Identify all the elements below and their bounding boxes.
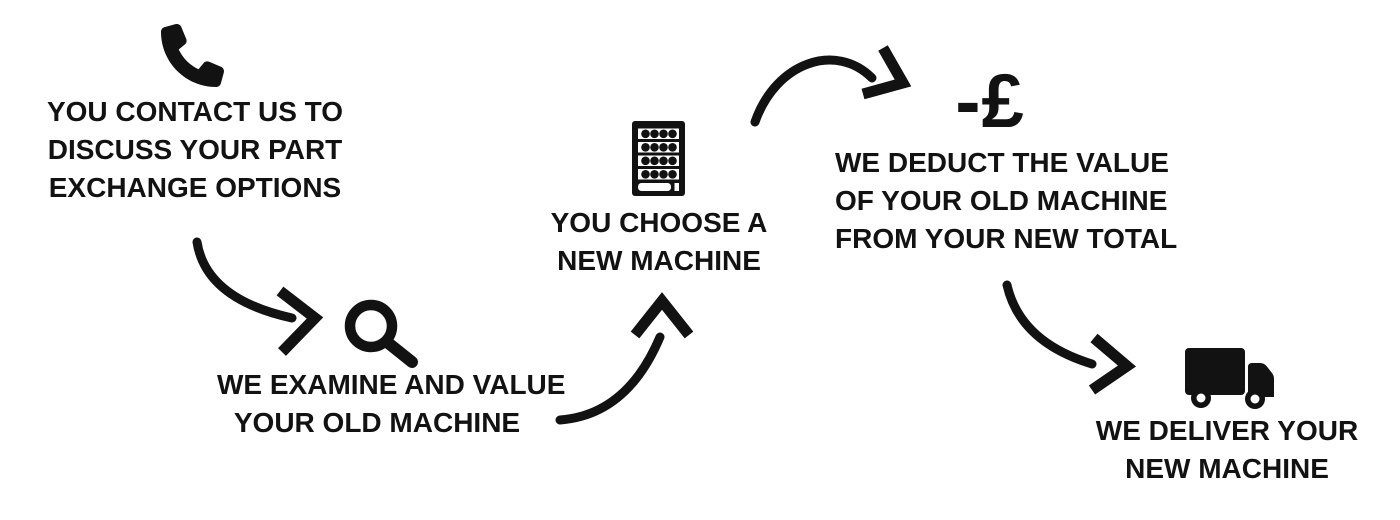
curved-arrow-down-right-icon [1000, 280, 1137, 395]
step-deduct-caption: WE DEDUCT THE VALUE OF YOUR OLD MACHINE … [835, 144, 1178, 258]
phone-icon [161, 23, 225, 88]
caption-line: YOU CONTACT US TO [46, 96, 344, 127]
search-icon [338, 294, 418, 372]
caption-line: EXCHANGE OPTIONS [48, 172, 342, 203]
truck-icon [1185, 346, 1277, 416]
step-deliver-caption: WE DELIVER YOUR NEW MACHINE [1077, 412, 1377, 488]
curved-arrow-down-right-icon [190, 235, 325, 360]
caption-line: DISCUSS YOUR PART [47, 134, 343, 165]
curved-arrow-over-right-icon [748, 40, 912, 135]
vending-machine-icon [632, 121, 685, 196]
step-choose-caption: YOU CHOOSE A NEW MACHINE [509, 204, 809, 280]
caption-line: FROM YOUR NEW TOTAL [835, 223, 1178, 254]
caption-line: WE DEDUCT THE VALUE [835, 147, 1169, 178]
caption-line: YOU CHOOSE A [550, 207, 768, 238]
caption-line: WE EXAMINE AND VALUE [217, 369, 566, 400]
caption-line: OF YOUR OLD MACHINE [835, 185, 1168, 216]
caption-line: NEW MACHINE [1125, 453, 1329, 484]
caption-line: WE DELIVER YOUR [1095, 415, 1359, 446]
minus-pound-icon: -£ [955, 59, 1025, 144]
caption-line: NEW MACHINE [557, 245, 761, 276]
step-contact-caption: YOU CONTACT US TO DISCUSS YOUR PART EXCH… [35, 93, 355, 207]
caption-line: YOUR OLD MACHINE [233, 407, 521, 438]
curved-arrow-up-icon [555, 292, 700, 427]
step-examine-caption: WE EXAMINE AND VALUE YOUR OLD MACHINE [217, 366, 566, 442]
